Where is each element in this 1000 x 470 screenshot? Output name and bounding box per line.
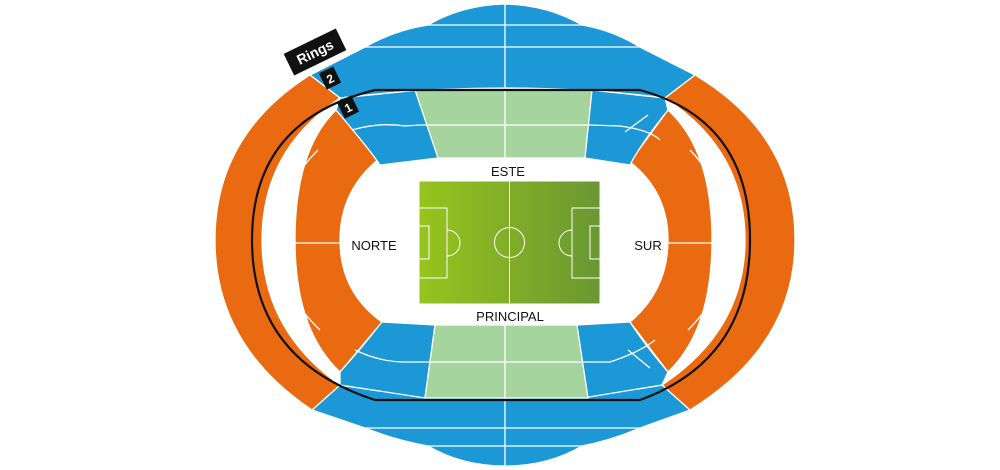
norte-lower-stand[interactable] — [294, 109, 383, 373]
sur-stand[interactable] — [660, 74, 796, 411]
sur-lower-stand[interactable] — [629, 109, 713, 373]
sur-stand-label: SUR — [634, 238, 661, 253]
rings-legend: Rings 2 1 — [283, 28, 360, 119]
ring-2-tag: 2 — [318, 66, 342, 90]
pitch-markings — [418, 181, 601, 304]
football-pitch — [418, 180, 601, 305]
norte-stand-label: NORTE — [351, 238, 397, 253]
ring-1-tag: 1 — [336, 95, 360, 119]
seating-row-lines — [277, 4, 729, 466]
orange-end-stands[interactable] — [214, 74, 796, 411]
norte-stand[interactable] — [214, 74, 342, 411]
ring-2-este-section[interactable] — [308, 3, 697, 99]
principal-stand-label: PRINCIPAL — [476, 309, 544, 324]
este-center-stand[interactable] — [414, 89, 593, 159]
este-stand-label: ESTE — [491, 164, 525, 179]
running-track — [250, 88, 752, 402]
ring-1-este-west-section[interactable] — [335, 89, 439, 166]
